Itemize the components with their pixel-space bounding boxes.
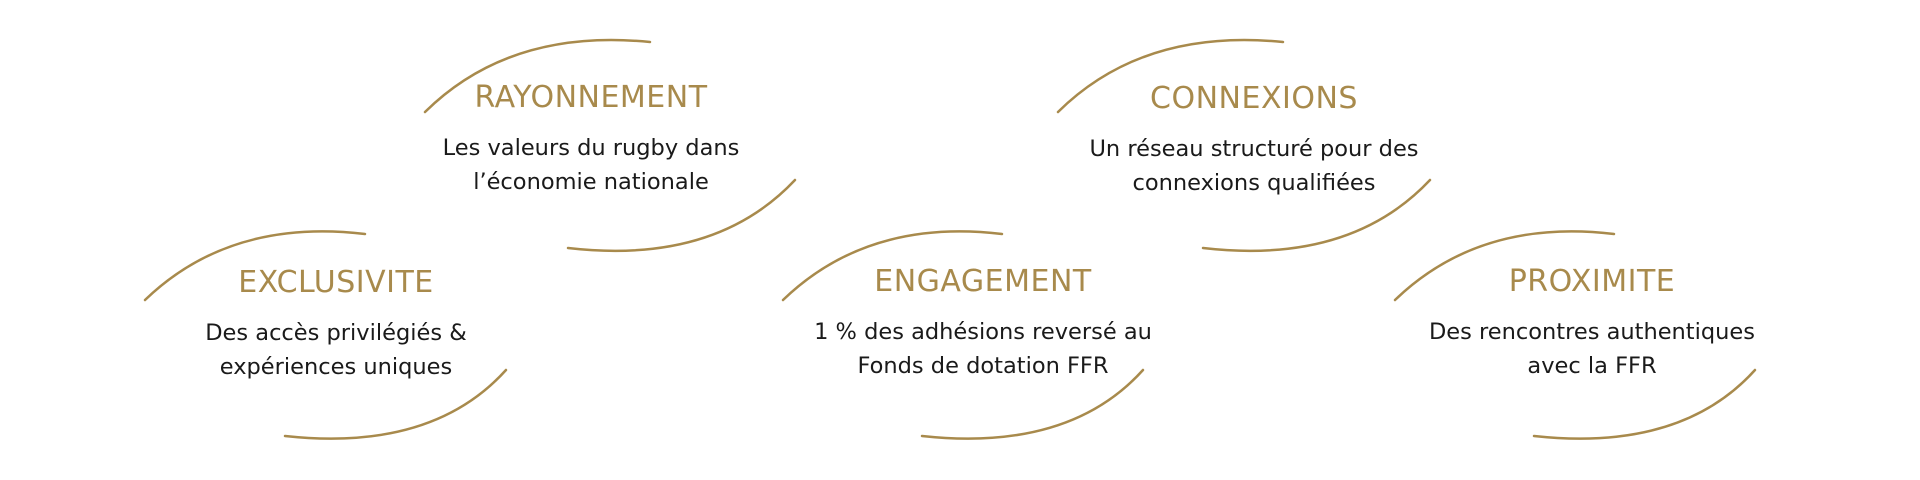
- value-description-line: Des rencontres authentiques: [1428, 319, 1755, 345]
- value-title: PROXIMITE: [1508, 264, 1676, 299]
- value-description-line: avec la FFR: [1527, 353, 1657, 379]
- value-card-rayonnement: RAYONNEMENT Les valeurs du rugby dans l’…: [381, 78, 801, 199]
- arc-bottom-proximite: [1532, 368, 1757, 440]
- arc-top-engagement: [781, 230, 1004, 302]
- arc-top-rayonnement: [423, 38, 652, 114]
- value-description-line: connexions qualifiées: [1132, 170, 1376, 196]
- arc-bottom-exclusivite: [283, 368, 508, 440]
- value-description-line: expériences uniques: [219, 354, 453, 380]
- arc-bottom-engagement: [920, 368, 1145, 440]
- value-card-proximite: PROXIMITE Des rencontres authentiques av…: [1382, 262, 1802, 383]
- value-description-line: Un réseau structuré pour des: [1089, 136, 1419, 162]
- arc-bottom-rayonnement: [566, 178, 797, 253]
- value-title: EXCLUSIVITE: [238, 265, 434, 300]
- arc-top-proximite: [1393, 230, 1616, 302]
- value-title: ENGAGEMENT: [874, 264, 1092, 299]
- value-card-connexions: CONNEXIONS Un réseau structuré pour des …: [1044, 79, 1464, 200]
- value-description-line: Des accès privilégiés &: [205, 320, 467, 346]
- arc-top-connexions: [1056, 38, 1285, 114]
- value-description-line: 1 % des adhésions reversé au: [814, 319, 1152, 345]
- arc-top-exclusivite: [143, 230, 367, 302]
- value-description-line: Fonds de dotation FFR: [857, 353, 1109, 379]
- arc-bottom-connexions: [1201, 178, 1432, 253]
- value-description-line: Les valeurs du rugby dans: [442, 135, 740, 161]
- value-title: RAYONNEMENT: [474, 80, 708, 115]
- value-title: CONNEXIONS: [1150, 81, 1358, 116]
- value-card-engagement: ENGAGEMENT 1 % des adhésions reversé au …: [773, 262, 1193, 383]
- value-card-exclusivite: EXCLUSIVITE Des accès privilégiés & expé…: [126, 263, 546, 384]
- value-description-line: l’économie nationale: [473, 169, 709, 195]
